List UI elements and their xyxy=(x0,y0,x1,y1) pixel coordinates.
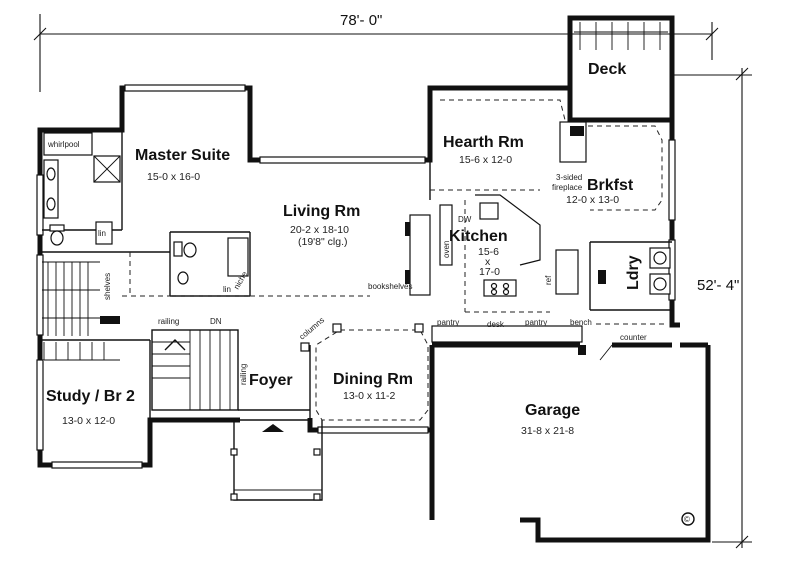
foyer-label: Foyer xyxy=(249,372,293,389)
whirlpool-label: whirlpool xyxy=(47,140,80,149)
living-rm: bookshelves Living Rm 20-2 x 18-10 (19'8… xyxy=(250,203,431,297)
lin-label: lin xyxy=(98,229,106,238)
bookshelves-label: bookshelves xyxy=(368,282,412,291)
hearth-rm-size: 15-6 x 12-0 xyxy=(459,154,512,166)
hearth-rm: 3-sided fireplace Hearth Rm 15-6 x 12-0 xyxy=(429,88,587,200)
fireplace-line1: 3-sided xyxy=(556,173,582,182)
railing-label: railing xyxy=(158,317,179,326)
study: Study / Br 2 13-0 x 12-0 xyxy=(42,316,151,427)
hearth-rm-label: Hearth Rm xyxy=(443,134,524,151)
living-rm-label: Living Rm xyxy=(283,203,360,220)
kitchen: oven DW Kitchen 15-6 x 17-0 pantry desk … xyxy=(431,194,592,343)
fireplace-line2: fireplace xyxy=(552,183,583,192)
living-rm-size: 20-2 x 18-10 xyxy=(290,224,349,236)
master-suite-label: Master Suite xyxy=(135,147,230,164)
garage-label: Garage xyxy=(525,402,580,419)
overall-depth-label: 52'- 4" xyxy=(697,277,739,294)
railing-side-label: railing xyxy=(239,364,248,385)
dn-label: DN xyxy=(210,317,222,326)
ref-label: ref xyxy=(544,275,553,285)
master-suite: whirlpool lin lin sh xyxy=(42,130,251,336)
porch xyxy=(230,420,323,501)
columns-label: columns xyxy=(298,315,327,341)
garage-size: 31-8 x 21-8 xyxy=(521,425,574,437)
depth-dimension: 52'- 4" xyxy=(672,67,752,549)
desk-label: desk xyxy=(487,320,505,329)
bench-label: bench xyxy=(570,318,592,327)
stairs: railing DN railing xyxy=(151,317,248,411)
kitchen-label: Kitchen xyxy=(449,228,508,245)
foyer: Foyer xyxy=(238,372,310,432)
brkfst-label: Brkfst xyxy=(587,177,634,194)
laundry: ref counter Ldry xyxy=(544,241,672,342)
master-suite-size: 15-0 x 16-0 xyxy=(147,171,200,183)
brkfst: Brkfst 12-0 x 13-0 xyxy=(566,125,663,211)
lin2-label: lin xyxy=(223,285,231,294)
oven-label: oven xyxy=(442,241,451,258)
overall-width-label: 78'- 0" xyxy=(340,12,382,29)
shelves-label: shelves xyxy=(103,273,112,300)
garage: © Garage 31-8 x 21-8 xyxy=(521,344,695,526)
pantry2-label: pantry xyxy=(525,318,547,327)
kitchen-size-x: x xyxy=(485,256,491,268)
study-label: Study / Br 2 xyxy=(46,388,135,405)
dining-rm: columns Dining Rm 13-0 x 11-2 xyxy=(298,315,429,430)
windows xyxy=(36,84,676,469)
kitchen-size-w: 15-6 xyxy=(478,246,499,258)
brkfst-size: 12-0 x 13-0 xyxy=(566,194,619,206)
copyright-mark: © xyxy=(684,515,690,524)
width-dimension: 78'- 0" xyxy=(33,12,719,92)
deck-label: Deck xyxy=(588,61,626,78)
living-rm-ceiling: (19'8" clg.) xyxy=(298,236,348,248)
deck: Deck xyxy=(567,15,675,120)
kitchen-size-d: 17-0 xyxy=(479,266,500,278)
study-size: 13-0 x 12-0 xyxy=(62,415,115,427)
dining-rm-size: 13-0 x 11-2 xyxy=(343,390,395,402)
pantry-label: pantry xyxy=(437,318,459,327)
dining-rm-label: Dining Rm xyxy=(333,371,413,388)
counter-label: counter xyxy=(620,333,647,342)
ldry-label: Ldry xyxy=(625,255,642,290)
